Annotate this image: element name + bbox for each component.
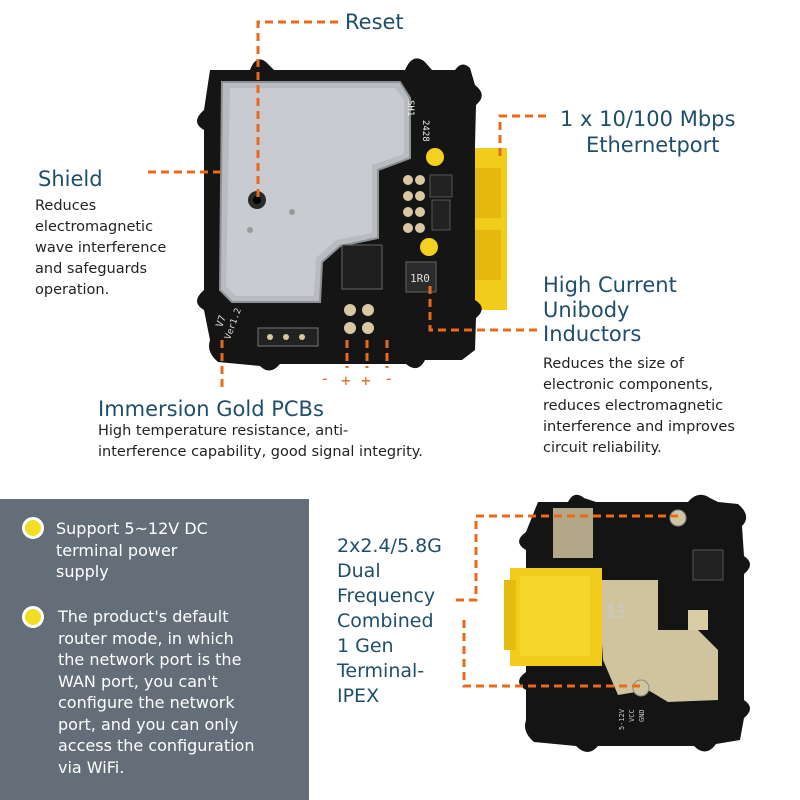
polarity-1: + [341,371,351,390]
marking-gnd: GND [638,709,646,722]
ipex-connector-top [669,509,687,527]
svg-text:1R0: 1R0 [410,272,430,285]
pcb-title: Immersion Gold PCBs [98,397,324,421]
shield-description: Reduces electromagnetic wave interferenc… [35,198,167,298]
callout-lines-bottom [456,514,678,688]
polarity-0: - [320,369,330,388]
front-board-illustration: SH1 2428 1R0 Ver1.2 V7 [197,58,507,371]
marking-lan: LAN [617,603,626,618]
reset-label: Reset [345,10,404,34]
marking-code: 2428 [420,120,430,142]
bullet-icon [22,517,44,539]
bullet-icon [22,606,44,628]
feature-panel: Support 5~12V DC terminal power supply T… [0,499,309,800]
polarity-3: - [384,369,394,388]
pcb-description: High temperature resistance, anti- inter… [98,423,423,460]
feature-item-power: Support 5~12V DC terminal power supply [56,519,208,581]
marking-vcc: VCC [628,709,636,722]
ethernet-label-line1: 1 x 10/100 Mbps [560,107,736,131]
back-board-illustration: WAN LAN VCC GND 5-12V [504,494,750,752]
marking-5-12v: 5-12V [618,708,626,730]
ethernet-label-line2: Ethernetport [586,133,720,157]
antenna-label: 2x2.4/5.8G Dual Frequency Combined 1 Gen… [337,535,442,707]
marking-sh1: SH1 [405,100,415,116]
inductors-title: High Current Unibody Inductors [543,273,677,346]
polarity-2: + [361,371,371,390]
callout-lines-top: - + + - [148,20,546,390]
inductors-description: Reduces the size of electronic component… [543,356,735,456]
marking-v7: V7 [214,314,228,329]
marking-wan: WAN [607,603,616,618]
shield-title: Shield [38,167,103,191]
feature-item-router-mode: The product's default router mode, in wh… [58,607,255,777]
ipex-connector-bottom [632,679,650,697]
